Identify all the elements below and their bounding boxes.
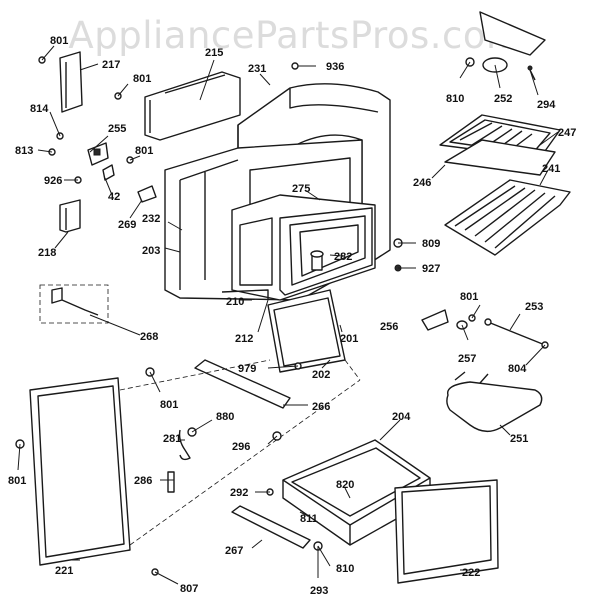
label-203: 203: [142, 245, 160, 257]
box-268: [39, 284, 109, 324]
label-218: 218: [38, 247, 56, 259]
outer-door-221: [29, 377, 131, 566]
part-252: [479, 11, 546, 73]
label-247: 247: [558, 127, 576, 139]
label-253: 253: [525, 301, 543, 313]
label-266: 266: [312, 401, 330, 413]
panel-215: [144, 71, 241, 141]
label-202: 202: [312, 369, 330, 381]
guide-lines: [119, 359, 361, 546]
label-926: 926: [44, 175, 62, 187]
label-282: 282: [334, 251, 352, 263]
inner-door-202: [267, 289, 346, 373]
label-807: 807: [180, 583, 198, 595]
bracket-218: [59, 199, 81, 233]
label-880: 880: [216, 411, 234, 423]
label-813: 813: [15, 145, 33, 157]
label-251: 251: [510, 433, 528, 445]
label-979: 979: [238, 363, 256, 375]
label-936: 936: [326, 61, 344, 73]
label-281: 281: [163, 433, 181, 445]
pin-286: [167, 471, 175, 493]
oven-rack: [444, 179, 571, 256]
label-927: 927: [422, 263, 440, 275]
label-256: 256: [380, 321, 398, 333]
leader-lines: [17, 45, 559, 585]
label-204: 204: [392, 411, 411, 423]
label-810: 810: [446, 93, 464, 105]
label-292: 292: [230, 487, 248, 499]
label-221: 221: [55, 565, 73, 577]
label-801: 801: [160, 399, 178, 411]
drawer-front-222: [394, 479, 499, 584]
label-275: 275: [292, 183, 310, 195]
label-820: 820: [336, 479, 354, 491]
rail-266: [194, 359, 291, 409]
label-210: 210: [226, 296, 244, 308]
broiler-pan: [439, 114, 561, 176]
bracket-269: [137, 185, 157, 203]
label-293: 293: [310, 585, 328, 597]
label-296: 296: [232, 441, 250, 453]
label-42: 42: [108, 191, 120, 203]
label-814: 814: [30, 103, 49, 115]
label-246: 246: [413, 177, 431, 189]
label-231: 231: [248, 63, 266, 75]
label-801: 801: [460, 291, 478, 303]
label-801: 801: [133, 73, 151, 85]
clip-42: [102, 164, 115, 181]
slide-267: [231, 505, 311, 549]
misc-screws: [15, 56, 476, 576]
label-294: 294: [537, 99, 556, 111]
label-222: 222: [462, 567, 480, 579]
label-811: 811: [300, 513, 318, 525]
label-804: 804: [508, 363, 527, 375]
label-801: 801: [8, 475, 26, 487]
label-255: 255: [108, 123, 126, 135]
label-201: 201: [340, 333, 358, 345]
label-801: 801: [135, 145, 153, 157]
label-217: 217: [102, 59, 120, 71]
label-267: 267: [225, 545, 243, 557]
label-801: 801: [50, 35, 68, 47]
label-257: 257: [458, 353, 476, 365]
label-232: 232: [142, 213, 160, 225]
label-212: 212: [235, 333, 253, 345]
label-268: 268: [140, 331, 158, 343]
oven-door-frame: [231, 194, 376, 301]
bake-element-socket: [310, 250, 324, 271]
hinge-281: [178, 427, 197, 461]
screw-294: [527, 65, 536, 81]
label-215: 215: [205, 47, 223, 59]
oven-light-256: [421, 309, 468, 331]
label-269: 269: [118, 219, 136, 231]
wire-253: [484, 318, 549, 349]
part-labels: 801 217 215 231 936 801 814 255 813 926 …: [8, 35, 576, 597]
label-252: 252: [494, 93, 512, 105]
label-286: 286: [134, 475, 152, 487]
label-241: 241: [542, 163, 560, 175]
bake-element-251: [446, 371, 543, 433]
switch-255: [87, 142, 109, 166]
bracket-212: [221, 289, 269, 300]
label-809: 809: [422, 238, 440, 250]
bracket-217: [59, 51, 83, 113]
label-810: 810: [336, 563, 354, 575]
